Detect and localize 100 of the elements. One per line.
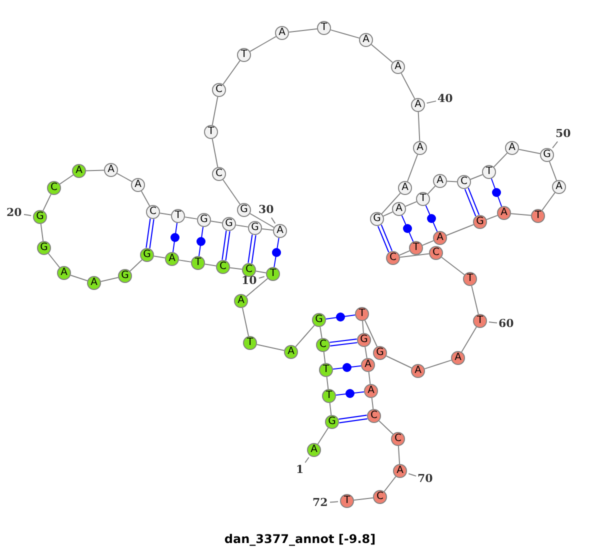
nucleotide-circle: T: [531, 209, 545, 223]
backbone-line: [178, 260, 192, 262]
nucleotide-circle: A: [273, 224, 287, 238]
nucleotide-circle: T: [191, 256, 205, 270]
nucleotide-circle: T: [266, 267, 280, 281]
backbone-line: [404, 201, 418, 207]
nucleotide-circle: C: [212, 83, 226, 97]
backbone-line: [48, 252, 60, 268]
base-pair-line: [335, 391, 365, 396]
base-pair-line: [248, 234, 256, 264]
backbone-line: [406, 154, 418, 182]
base-pair-line: [338, 414, 368, 424]
nucleotide-circle: A: [411, 364, 425, 378]
backbone-line: [250, 36, 276, 52]
caption: dan_3377_annot [-9.8]: [224, 532, 376, 546]
nucleotide-circle: T: [171, 209, 185, 223]
backbone-line: [441, 256, 465, 276]
backbone-line: [229, 267, 243, 270]
position-number: 72: [312, 497, 328, 509]
backbone-line: [382, 211, 394, 217]
nucleotide-circle: A: [393, 464, 407, 478]
leader-line: [258, 276, 265, 279]
backbone-line: [212, 138, 218, 168]
nucleotide-circle: A: [87, 276, 101, 290]
nucleotide-circle: C: [386, 251, 400, 265]
nucleotide-circle: A: [433, 231, 447, 245]
position-number: 60: [498, 318, 514, 330]
nucleotide-circle: G: [33, 210, 47, 224]
nucleotide-circle: T: [322, 389, 336, 403]
nucleotide-circle: C: [391, 432, 405, 446]
nucleotide-circle: A: [364, 384, 378, 398]
nucleotide-circle: T: [340, 494, 354, 508]
nucleotide-circle: A: [392, 202, 406, 216]
backbone-line: [100, 277, 119, 282]
nucleotide-circle: G: [248, 221, 262, 235]
nucleotide-circle: G: [237, 203, 251, 217]
nucleotide-circle: A: [552, 180, 566, 194]
nucleotide-circle: C: [457, 175, 471, 189]
nucleotide-circle: C: [212, 167, 226, 181]
backbone-line: [398, 445, 400, 465]
backbone-line: [116, 172, 132, 182]
backbone-line: [329, 402, 332, 416]
position-number: 30: [258, 204, 274, 216]
base-pair-line: [222, 230, 230, 261]
nucleotide-circle: G: [222, 217, 236, 231]
nucleotide-circle: T: [237, 48, 251, 62]
nucleotide-circle: C: [373, 490, 387, 504]
backbone-line: [250, 213, 274, 228]
backbone-line: [422, 240, 434, 246]
position-number: 40: [438, 93, 453, 105]
leader-line: [304, 456, 310, 464]
nucleotide-circle: A: [413, 141, 427, 155]
leader-line: [23, 214, 32, 216]
backbone-line: [70, 274, 88, 282]
nucleotide-circle: G: [118, 269, 132, 283]
backbone-line: [130, 259, 142, 272]
nucleotide-circle: T: [482, 165, 496, 179]
backbone-line: [381, 192, 401, 214]
backbone-line: [446, 224, 474, 236]
nucleotide-circle: T: [463, 272, 477, 286]
leader-line: [270, 217, 276, 224]
nucleotide-circle: T: [317, 21, 331, 35]
nucleotide-circle: G: [357, 333, 371, 347]
backbone-line: [140, 190, 150, 206]
nucleotide-circle: C: [216, 260, 230, 274]
backbone-line: [326, 376, 329, 390]
backbone-line: [86, 170, 104, 172]
nucleotide-circle: T: [243, 336, 257, 350]
backbone-line: [184, 216, 198, 220]
base-pair-line: [325, 314, 356, 320]
backbone-line: [317, 427, 329, 445]
backbone-line: [471, 285, 479, 315]
position-number: 50: [556, 128, 571, 140]
base-pair-line: [490, 178, 502, 207]
nucleotide-circle: G: [473, 215, 487, 229]
backbone-line: [510, 213, 532, 216]
nucleotide-circle: G: [140, 248, 154, 262]
base-pair-line: [332, 365, 362, 370]
backbone-line: [235, 224, 249, 228]
backbone-line: [246, 278, 268, 297]
backbone-line: [371, 397, 374, 410]
backbone-line: [386, 356, 412, 368]
nucleotide-circle: C: [242, 263, 256, 277]
nucleotide-circle: A: [165, 252, 179, 266]
nucleotide-circle: C: [367, 409, 381, 423]
leader-line: [426, 100, 437, 104]
backbone-line: [542, 192, 556, 211]
nucleotide-circle: A: [391, 60, 405, 74]
base-pair-line: [172, 222, 178, 253]
nucleotide-circle: T: [473, 314, 487, 328]
backbone-line: [470, 174, 483, 180]
backbone-line: [255, 270, 267, 274]
backbone-line: [320, 326, 322, 339]
nucleotide-circle: A: [307, 443, 321, 457]
backbone-line: [446, 180, 458, 182]
nucleotide-circle: G: [370, 212, 384, 226]
backbone-line: [398, 250, 410, 256]
nucleotide-circle: A: [451, 351, 465, 365]
nucleotide-circle: T: [355, 307, 369, 321]
backbone-line: [40, 223, 44, 242]
